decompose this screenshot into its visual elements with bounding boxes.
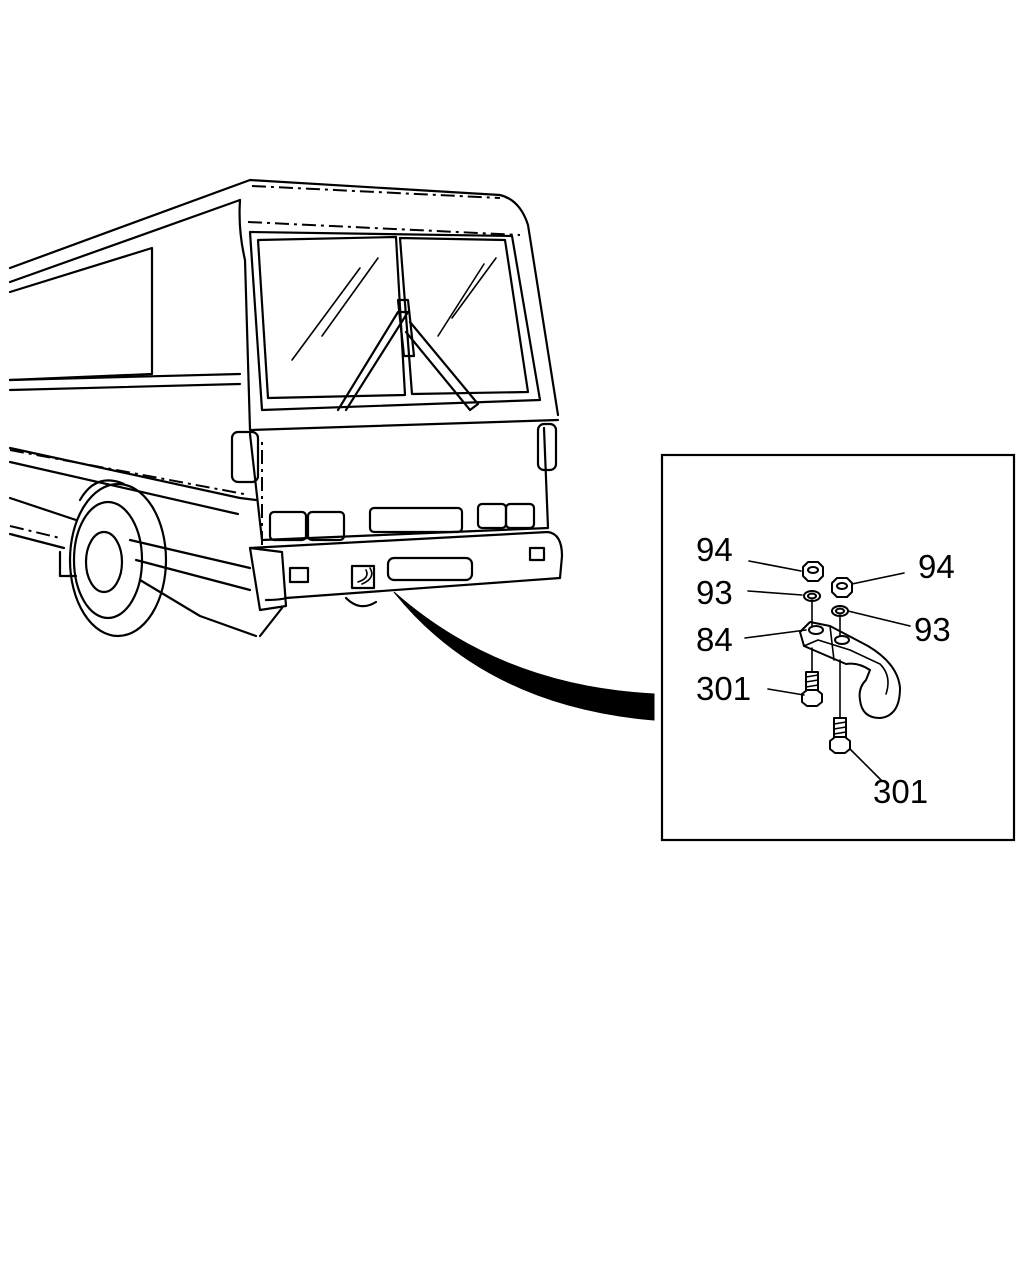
callout-bolt-right: 301 (873, 773, 928, 810)
detail-leader-wedge (393, 591, 655, 721)
exploded-parts (799, 561, 901, 754)
callout-labels: 94 93 84 301 94 93 301 (696, 531, 955, 810)
callout-washer-right: 93 (914, 611, 951, 648)
nut-left-drawing (802, 561, 824, 582)
bolt-right-drawing (829, 717, 851, 754)
callout-washer-left: 93 (696, 574, 733, 611)
hook-drawing (799, 621, 901, 719)
nut-right-drawing (831, 577, 853, 598)
bolt-left-drawing (801, 671, 823, 707)
callout-leaders (744, 560, 911, 781)
callout-nut-left: 94 (696, 531, 733, 568)
washer-left-drawing (803, 590, 821, 602)
callout-nut-right: 94 (918, 548, 955, 585)
callout-bolt-left: 301 (696, 670, 751, 707)
bus-illustration (8, 178, 564, 638)
callout-hook: 84 (696, 621, 733, 658)
